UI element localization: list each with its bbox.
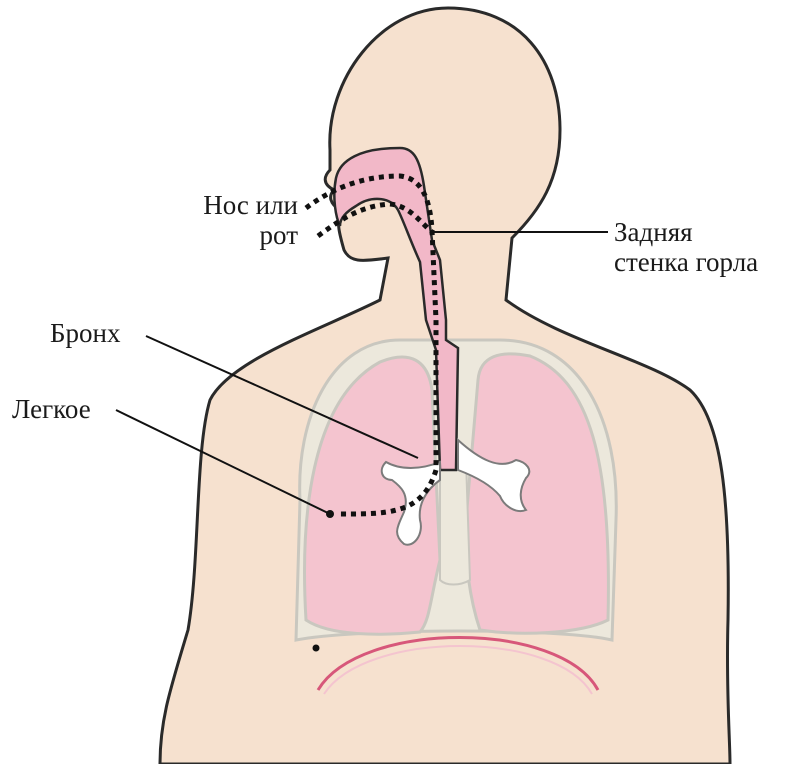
bronchus-label: Бронх (50, 318, 120, 348)
lung-text: Легкое (12, 394, 91, 424)
nose-mouth-label: Нос или рот (176, 190, 298, 250)
nose-mouth-line2: рот (176, 220, 298, 250)
pleura-dot (313, 645, 320, 652)
heart-region (440, 460, 470, 585)
throat-label: Задняя стенка горла (614, 217, 758, 277)
bronchus-text: Бронх (50, 318, 120, 348)
lung-leader-dot (326, 510, 334, 518)
throat-line1: Задняя (614, 217, 758, 247)
lung-label: Легкое (12, 394, 91, 424)
throat-line2: стенка горла (614, 247, 758, 277)
nose-mouth-line1: Нос или (176, 190, 298, 220)
